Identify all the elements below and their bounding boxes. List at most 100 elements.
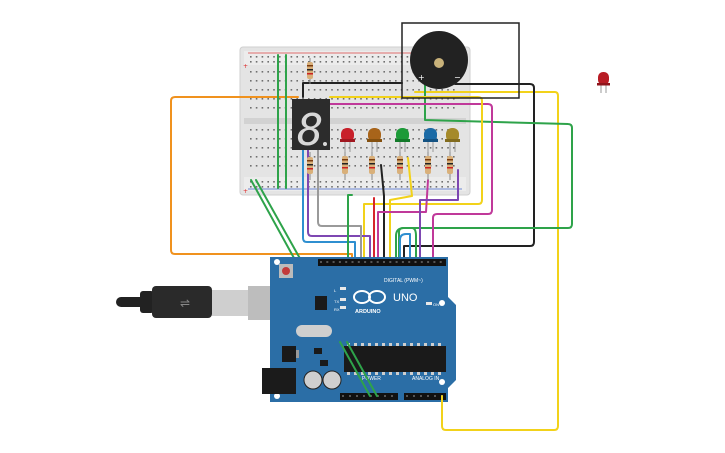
hole bbox=[290, 156, 293, 158]
wire-orange[interactable] bbox=[170, 96, 353, 263]
wire-magenta[interactable] bbox=[329, 103, 493, 263]
wire-purple-segment[interactable] bbox=[307, 149, 371, 263]
brand-label: ARDUINO bbox=[355, 309, 381, 315]
hole bbox=[261, 129, 264, 131]
hole bbox=[417, 372, 420, 375]
hole bbox=[395, 186, 397, 188]
resistor-led-2[interactable] bbox=[369, 150, 375, 180]
hole bbox=[370, 261, 373, 263]
hole bbox=[360, 129, 362, 131]
hole bbox=[338, 261, 341, 263]
led-red[interactable] bbox=[340, 128, 355, 152]
hole bbox=[366, 156, 368, 158]
reset-button-cap[interactable] bbox=[282, 267, 290, 275]
wire-black-display[interactable] bbox=[302, 82, 403, 98]
usb-cable[interactable]: ⇌ bbox=[116, 286, 296, 320]
hole bbox=[453, 165, 455, 167]
crystal-oscillator bbox=[296, 325, 332, 337]
hole bbox=[364, 261, 367, 263]
hole bbox=[354, 147, 356, 149]
hole bbox=[406, 395, 408, 397]
hole bbox=[296, 80, 298, 82]
hole bbox=[250, 147, 252, 149]
hole bbox=[255, 61, 258, 63]
hole bbox=[250, 181, 252, 183]
hole bbox=[267, 107, 269, 109]
wire-green-gnd-2-top bbox=[346, 341, 378, 397]
piezo-buzzer[interactable]: + − bbox=[401, 22, 520, 99]
wire-purple-led5[interactable] bbox=[419, 169, 459, 263]
wire-green-led1[interactable] bbox=[347, 194, 353, 263]
hole bbox=[337, 61, 339, 63]
hole bbox=[400, 98, 403, 100]
hole bbox=[357, 261, 360, 263]
resistor-led-4[interactable] bbox=[425, 150, 431, 180]
hole bbox=[261, 61, 264, 63]
digital-label: DIGITAL (PWM~) bbox=[384, 278, 423, 284]
hole bbox=[389, 343, 392, 346]
hole bbox=[420, 395, 422, 397]
hole bbox=[389, 372, 392, 375]
hole bbox=[250, 138, 252, 140]
hole bbox=[331, 186, 333, 188]
wire-blue-segment[interactable] bbox=[302, 149, 356, 263]
hole bbox=[383, 147, 385, 149]
display-decimal-point bbox=[323, 142, 327, 146]
hole bbox=[400, 147, 403, 149]
resistor-top[interactable] bbox=[307, 58, 313, 84]
hole bbox=[383, 71, 385, 73]
resistor-display[interactable] bbox=[307, 152, 313, 180]
hole bbox=[313, 156, 316, 158]
hole bbox=[389, 186, 391, 188]
resistor-led-3[interactable] bbox=[397, 150, 403, 180]
wire-green-loop[interactable] bbox=[395, 227, 417, 263]
hole bbox=[348, 56, 351, 58]
hole bbox=[418, 147, 420, 149]
hole bbox=[342, 56, 345, 58]
hole bbox=[377, 71, 380, 73]
led-green[interactable] bbox=[395, 128, 410, 152]
hole bbox=[406, 147, 409, 149]
wire-yellow-led3[interactable] bbox=[389, 157, 413, 263]
arduino-board[interactable]: DIGITAL (PWM~) UNO ARDUINO ON TX RX L bbox=[262, 257, 456, 402]
led-red-standalone[interactable] bbox=[597, 72, 610, 93]
hole bbox=[279, 61, 281, 63]
hole bbox=[279, 71, 281, 73]
hole bbox=[395, 98, 397, 100]
led-yellow[interactable] bbox=[445, 128, 460, 152]
hole bbox=[255, 147, 258, 149]
breadboard-center-channel bbox=[244, 118, 466, 124]
wire-gray-segment[interactable] bbox=[317, 149, 362, 263]
hole bbox=[441, 156, 443, 158]
hole bbox=[389, 261, 392, 263]
hole bbox=[342, 107, 345, 109]
led-blue[interactable] bbox=[423, 128, 438, 152]
resistor-led-5[interactable] bbox=[447, 150, 453, 180]
hole bbox=[435, 165, 438, 167]
hole bbox=[434, 395, 436, 397]
hole bbox=[438, 372, 441, 375]
hole bbox=[410, 372, 413, 375]
resistor-led-1[interactable] bbox=[342, 150, 348, 180]
hole bbox=[261, 186, 264, 188]
led-orange[interactable] bbox=[367, 128, 382, 152]
hole bbox=[389, 98, 391, 100]
wire-magenta-led4[interactable] bbox=[377, 179, 429, 263]
hole bbox=[319, 165, 322, 167]
hole bbox=[354, 129, 356, 131]
hole bbox=[395, 129, 397, 131]
hole bbox=[325, 165, 327, 167]
hole bbox=[279, 129, 281, 131]
wire-black-buzzer[interactable] bbox=[403, 83, 535, 263]
wire-black-led2[interactable] bbox=[380, 164, 385, 263]
hole bbox=[366, 89, 368, 91]
hole bbox=[418, 129, 420, 131]
hole bbox=[382, 372, 385, 375]
hole bbox=[377, 147, 380, 149]
wire-yellow-buzzer[interactable] bbox=[414, 91, 559, 431]
hole bbox=[308, 89, 310, 91]
hole bbox=[302, 98, 304, 100]
wire-blue-loop[interactable] bbox=[399, 233, 411, 263]
seven-segment-display[interactable]: 8 bbox=[292, 99, 330, 156]
hole bbox=[383, 129, 385, 131]
